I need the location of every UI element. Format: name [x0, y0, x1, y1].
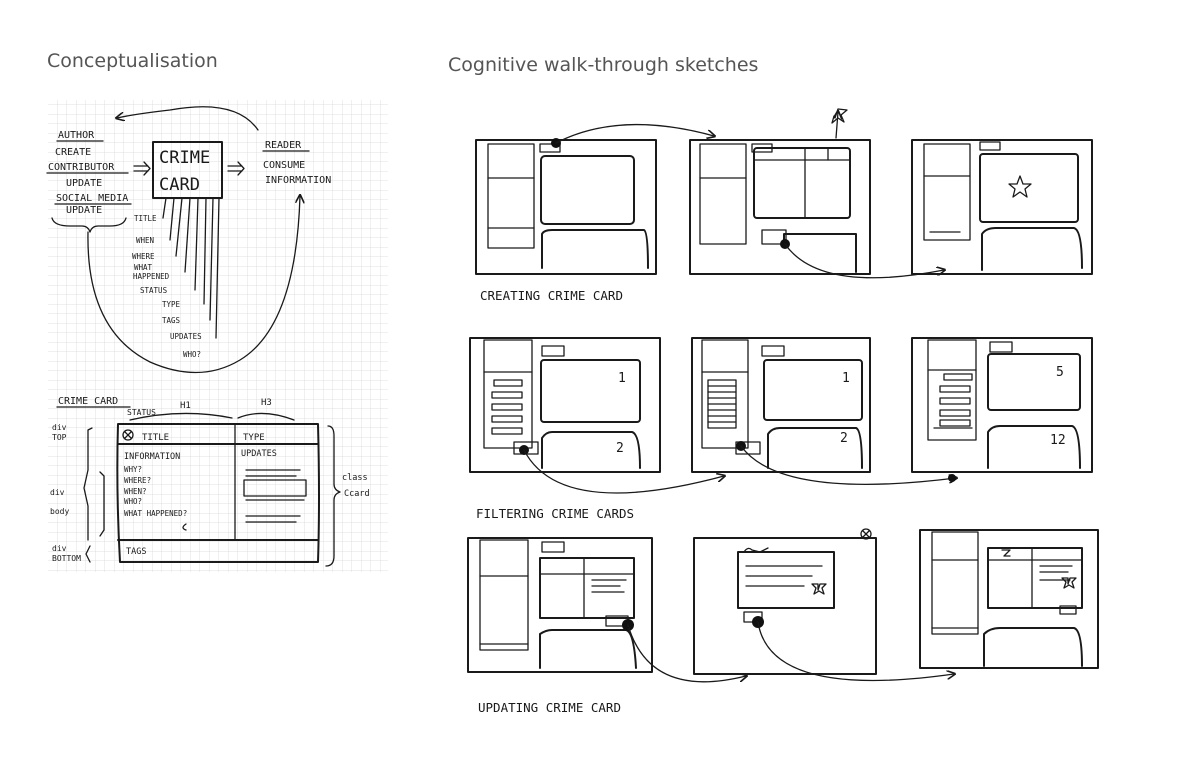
row2-count-bottom-3: 12: [1050, 433, 1066, 448]
field-who: WHO?: [183, 350, 201, 359]
concept-diagram: AUTHOR CREATE CONTRIBUTOR UPDATE SOCIAL …: [46, 106, 331, 374]
div-bottom-label-2: BOTTOM: [52, 554, 81, 563]
row2-count-top-2: 1: [842, 371, 850, 386]
graph-paper-sheet: [48, 100, 388, 572]
row3-sketches: [467, 528, 1099, 683]
div-top-label-1: div: [52, 423, 67, 432]
update-label-2: UPDATE: [66, 205, 102, 216]
card-question-when: WHEN?: [124, 487, 147, 496]
card-type-label: TYPE: [243, 433, 265, 443]
row1-sketches: [475, 108, 1093, 279]
walkthrough-heading: Cognitive walk-through sketches: [448, 54, 759, 76]
h1-label: H1: [180, 401, 191, 411]
card-title-label: TITLE: [142, 433, 169, 443]
field-status: STATUS: [140, 286, 168, 295]
reader-label: READER: [265, 140, 302, 151]
information-label: INFORMATION: [265, 175, 331, 186]
card-information-label: INFORMATION: [124, 452, 180, 462]
field-updates: UPDATES: [170, 332, 202, 341]
card-tags-label: TAGS: [126, 547, 146, 557]
row3-caption: UPDATING CRIME CARD: [478, 700, 621, 715]
crime-card-word-1: CRIME: [159, 148, 210, 168]
class-label-1: class: [342, 473, 368, 483]
row2-caption: FILTERING CRIME CARDS: [476, 506, 634, 521]
author-label: AUTHOR: [58, 130, 95, 141]
conceptualisation-heading: Conceptualisation: [47, 50, 218, 72]
row2-count-bottom-1: 2: [616, 441, 624, 456]
crime-card-label: CRIME CARD: [58, 396, 118, 407]
div-body-label-1: div: [50, 488, 65, 497]
card-question-why: WHY?: [124, 465, 142, 474]
status-label: STATUS: [127, 408, 156, 417]
update-label-1: UPDATE: [66, 178, 102, 189]
field-happened: HAPPENED: [133, 272, 170, 281]
consume-label: CONSUME: [263, 160, 305, 171]
field-when: WHEN: [136, 236, 154, 245]
row2-count-top-3: 5: [1056, 365, 1064, 380]
class-label-2: Ccard: [344, 489, 370, 499]
field-type: TYPE: [162, 300, 181, 309]
create-label: CREATE: [55, 147, 91, 158]
contributor-label: CONTRIBUTOR: [48, 162, 115, 173]
field-what: WHAT: [134, 263, 153, 272]
field-title: TITLE: [134, 214, 157, 223]
card-question-what: WHAT HAPPENED?: [124, 509, 187, 518]
crime-card-wireframe: CRIME CARD STATUS H1 H3 div TOP div body…: [50, 396, 370, 567]
crime-card-word-2: CARD: [159, 175, 200, 195]
h3-label: H3: [261, 398, 272, 408]
row2-sketches: [469, 337, 1093, 494]
div-bottom-label-1: div: [52, 544, 67, 553]
field-where: WHERE: [132, 252, 155, 261]
row2-count-top-1: 1: [618, 371, 626, 386]
social-media-label: SOCIAL MEDIA: [56, 193, 128, 204]
card-question-who: WHO?: [124, 497, 142, 506]
div-body-label-2: body: [50, 507, 69, 516]
card-updates-label: UPDATES: [241, 449, 277, 459]
row2-count-bottom-2: 2: [840, 431, 848, 446]
row1-caption: CREATING CRIME CARD: [480, 288, 623, 303]
div-top-label-2: TOP: [52, 433, 67, 442]
field-tags: TAGS: [162, 316, 181, 325]
card-question-where: WHERE?: [124, 476, 151, 485]
